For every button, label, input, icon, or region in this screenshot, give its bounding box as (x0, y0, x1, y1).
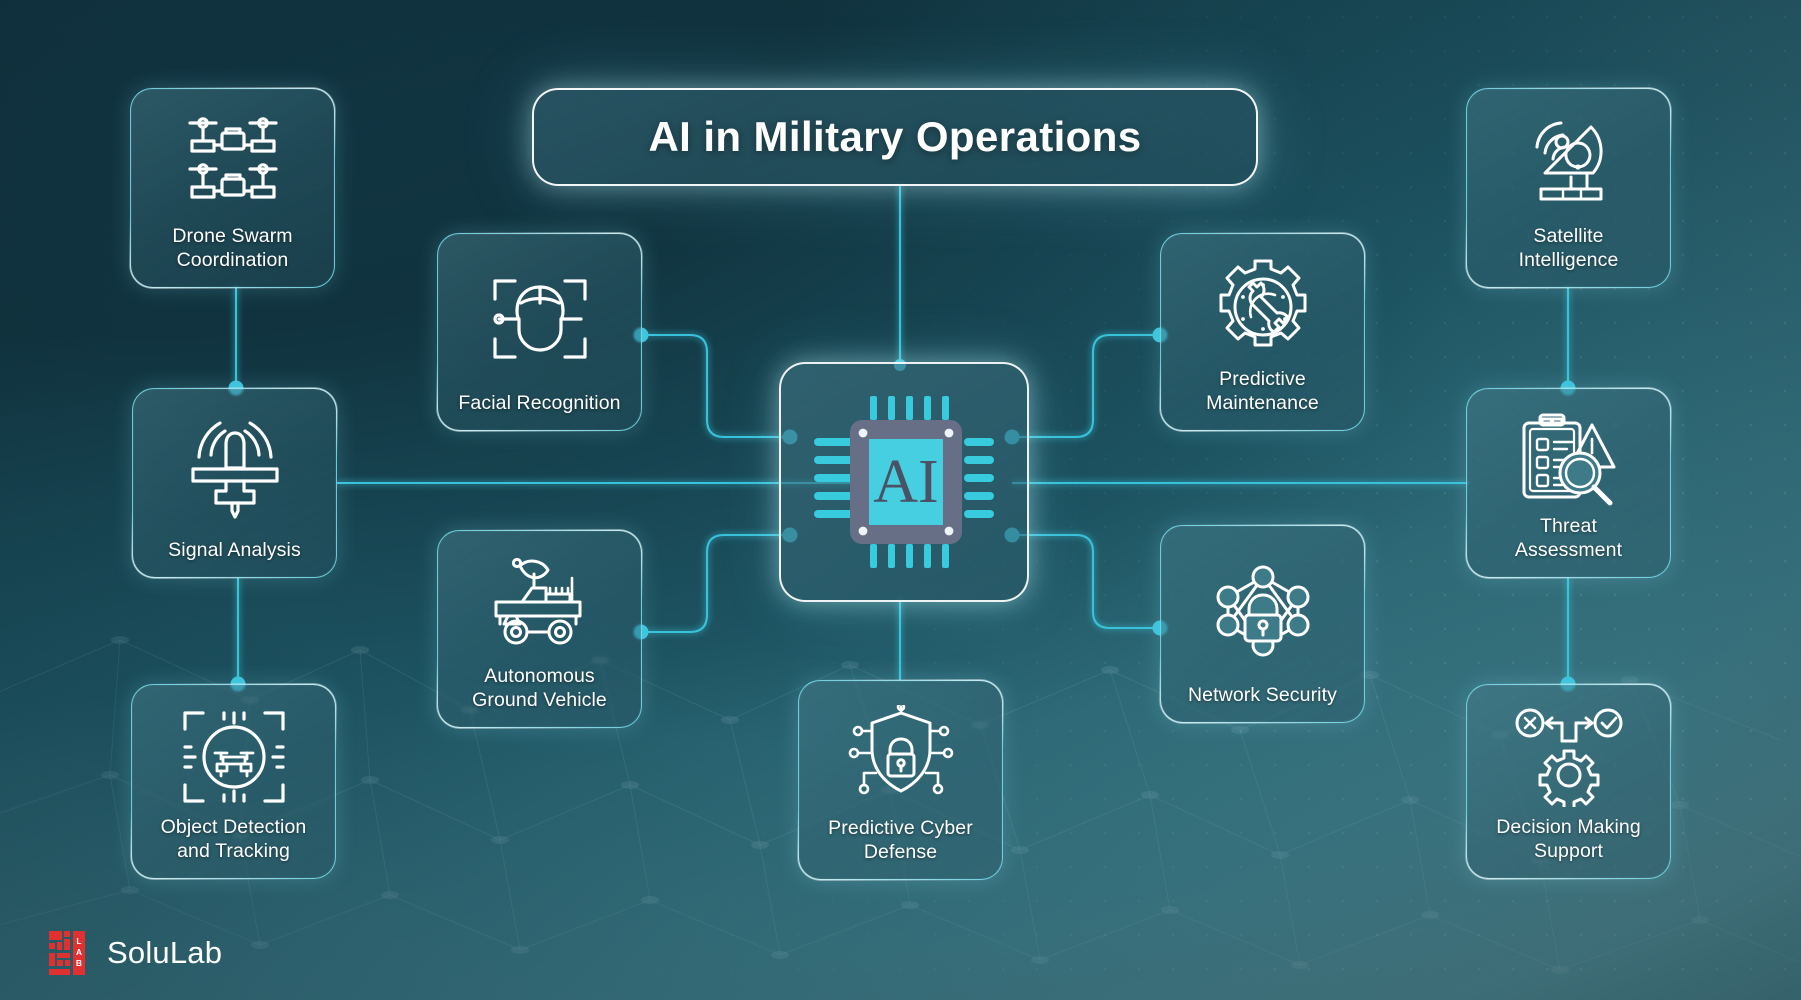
ground-vehicle-icon (448, 551, 631, 657)
node-label: Threat Assessment (1514, 515, 1623, 562)
target-crosshair-icon (142, 705, 325, 808)
node-label: Object Detection and Tracking (160, 816, 307, 863)
node-label: Predictive Cyber Defense (828, 817, 973, 864)
svg-text:A: A (76, 947, 82, 957)
node-label: Decision Making Support (1496, 816, 1641, 863)
node-card-signal-analysis[interactable]: Signal Analysis (132, 388, 337, 578)
page-title: AI in Military Operations (532, 88, 1258, 186)
solulab-mark-icon: L A B (49, 931, 85, 975)
svg-text:B: B (76, 958, 82, 968)
drone-swarm-icon (141, 109, 324, 217)
node-label: Facial Recognition (458, 392, 621, 415)
node-label: Signal Analysis (168, 539, 301, 562)
node-label: Network Security (1188, 684, 1337, 707)
node-card-network-security[interactable]: Network Security (1160, 525, 1365, 723)
node-card-autonomous-ground-vehicle[interactable]: Autonomous Ground Vehicle (437, 530, 642, 728)
node-label: Autonomous Ground Vehicle (472, 665, 607, 712)
node-card-facial-recognition[interactable]: Facial Recognition (437, 233, 642, 431)
center-ai-node[interactable]: AI (779, 362, 1029, 602)
node-card-drone-swarm-coordination[interactable]: Drone Swarm Coordination (130, 88, 335, 288)
node-card-object-detection[interactable]: Object Detection and Tracking (131, 684, 336, 879)
shield-circuit-lock-icon (809, 701, 992, 809)
ai-chip-icon: AI (814, 396, 994, 568)
face-scan-icon (448, 254, 631, 384)
node-card-decision-making-support[interactable]: Decision Making Support (1466, 684, 1671, 879)
network-lock-icon (1171, 546, 1354, 676)
node-card-predictive-cyber-defense[interactable]: Predictive Cyber Defense (798, 680, 1003, 880)
node-card-predictive-maintenance[interactable]: Predictive Maintenance (1160, 233, 1365, 431)
node-label: Satellite Intelligence (1518, 225, 1619, 272)
brand-name: SoluLab (107, 935, 223, 970)
node-label: Predictive Maintenance (1206, 368, 1319, 415)
clipboard-warning-magnifier-icon (1477, 409, 1660, 507)
signal-aircraft-icon (143, 409, 326, 531)
node-label: Drone Swarm Coordination (172, 225, 293, 272)
node-card-threat-assessment[interactable]: Threat Assessment (1466, 388, 1671, 578)
svg-text:L: L (76, 936, 81, 946)
gear-wrench-icon (1171, 254, 1354, 360)
satellite-dish-icon (1477, 109, 1660, 217)
brand-logo: L A B SoluLab (48, 930, 222, 976)
node-card-satellite-intelligence[interactable]: Satellite Intelligence (1466, 88, 1671, 288)
page-title-text: AI in Military Operations (648, 113, 1142, 160)
decision-gear-arrows-icon (1477, 705, 1660, 808)
ai-chip-label: AI (873, 448, 938, 516)
